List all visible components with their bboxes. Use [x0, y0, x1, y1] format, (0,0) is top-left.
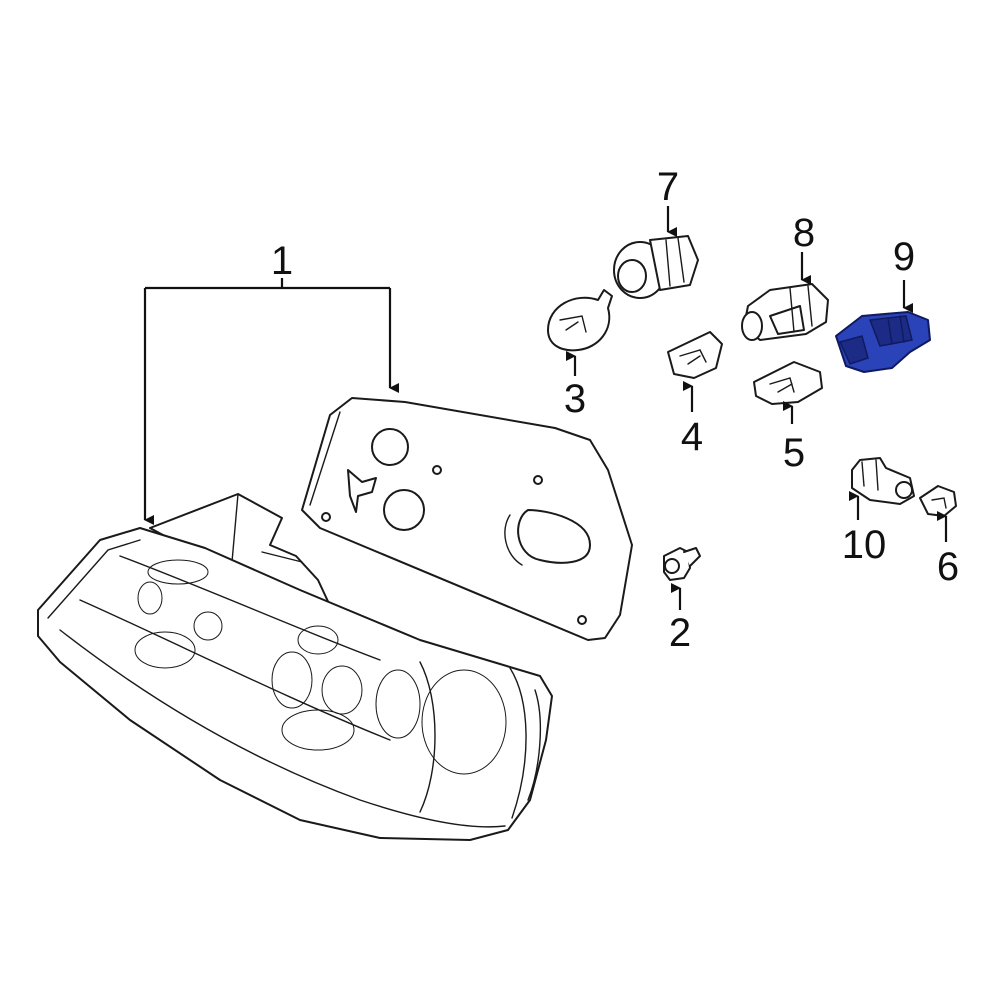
callout-7: 7	[657, 165, 679, 209]
socket-7[interactable]	[613, 235, 699, 299]
callout-8: 8	[793, 211, 815, 255]
callout-1: 1	[271, 239, 293, 283]
callout-4: 4	[681, 415, 703, 459]
callout-3: 3	[564, 377, 586, 421]
callout-2: 2	[669, 611, 691, 655]
tail-lamp-assembly[interactable]	[37, 397, 633, 841]
callout-labels: 1 2 3 4 5 6 7 8 9 10	[271, 165, 959, 655]
callout-6: 6	[937, 545, 959, 589]
bulb-5[interactable]	[753, 361, 823, 405]
callout-10: 10	[842, 523, 887, 567]
tail-lamp-lens	[37, 527, 553, 841]
mounting-screw[interactable]	[663, 547, 701, 581]
callout-5: 5	[783, 431, 805, 475]
socket-10[interactable]	[851, 457, 915, 505]
lamp-back-plate	[301, 397, 633, 641]
bulb-3[interactable]	[547, 289, 613, 352]
leader-lines	[143, 206, 948, 610]
bulb-6[interactable]	[919, 485, 957, 517]
bulb-4[interactable]	[667, 331, 723, 379]
socket-8[interactable]	[741, 283, 829, 341]
socket-9-highlighted[interactable]	[835, 311, 931, 373]
callout-9: 9	[893, 235, 915, 279]
